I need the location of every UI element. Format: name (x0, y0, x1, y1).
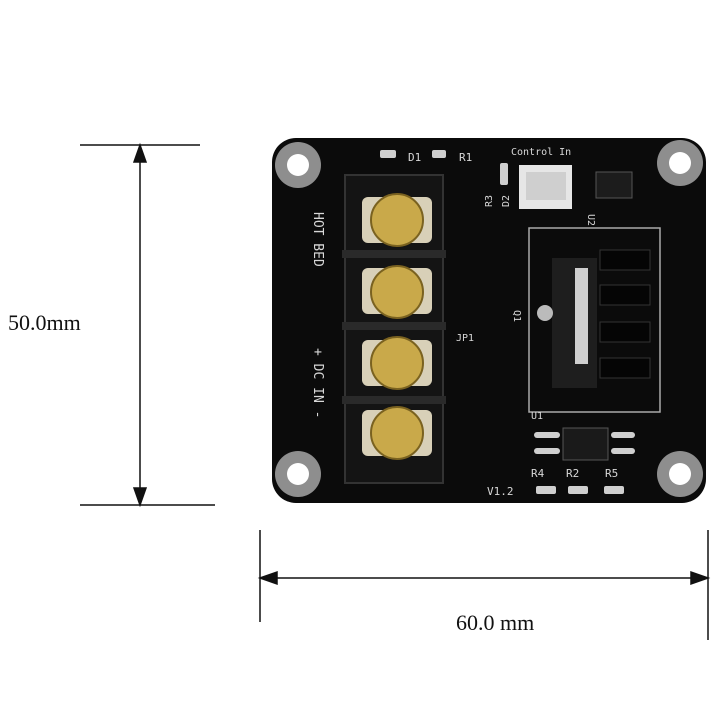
arrow-up-icon (132, 142, 148, 163)
label-dc-in: + DC IN - (310, 348, 325, 418)
terminal-screw (370, 265, 424, 319)
label-control-in: Control In (511, 147, 571, 158)
label-r5: R5 (605, 467, 618, 480)
label-u1: U1 (531, 411, 543, 422)
terminal-screw (370, 336, 424, 390)
silkscreen-labels: D1 R1 Control In R3 D2 U2 HOT BED + DC I… (310, 147, 618, 498)
u2-chip (595, 171, 633, 199)
arrow-right-icon (690, 570, 711, 586)
pcb-board: D1 R1 Control In R3 D2 U2 HOT BED + DC I… (272, 138, 706, 503)
mounting-holes (275, 140, 703, 497)
screw-terminal-block (342, 174, 446, 484)
label-hot-bed: HOT BED (310, 212, 325, 267)
label-d2: D2 (501, 195, 512, 207)
width-dimension-label: 60.0 mm (456, 610, 535, 635)
arrow-down-icon (132, 487, 148, 508)
u1-chip (562, 427, 609, 461)
label-u2: U2 (585, 214, 596, 226)
terminal-screw (370, 193, 424, 247)
height-dimension-label: 50.0mm (8, 310, 81, 335)
arrow-left-icon (257, 570, 278, 586)
terminal-screw (370, 406, 424, 460)
label-r3: R3 (484, 195, 495, 207)
label-version: V1.2 (487, 485, 514, 498)
label-r4: R4 (531, 467, 545, 480)
mosfet-heatsink (528, 227, 661, 413)
label-r2: R2 (566, 467, 579, 480)
label-d1: D1 (408, 151, 421, 164)
height-dimension (80, 142, 215, 508)
width-dimension (257, 530, 711, 640)
label-q1: Q1 (511, 310, 522, 322)
label-jp1: JP1 (456, 333, 474, 344)
label-r1: R1 (459, 151, 472, 164)
